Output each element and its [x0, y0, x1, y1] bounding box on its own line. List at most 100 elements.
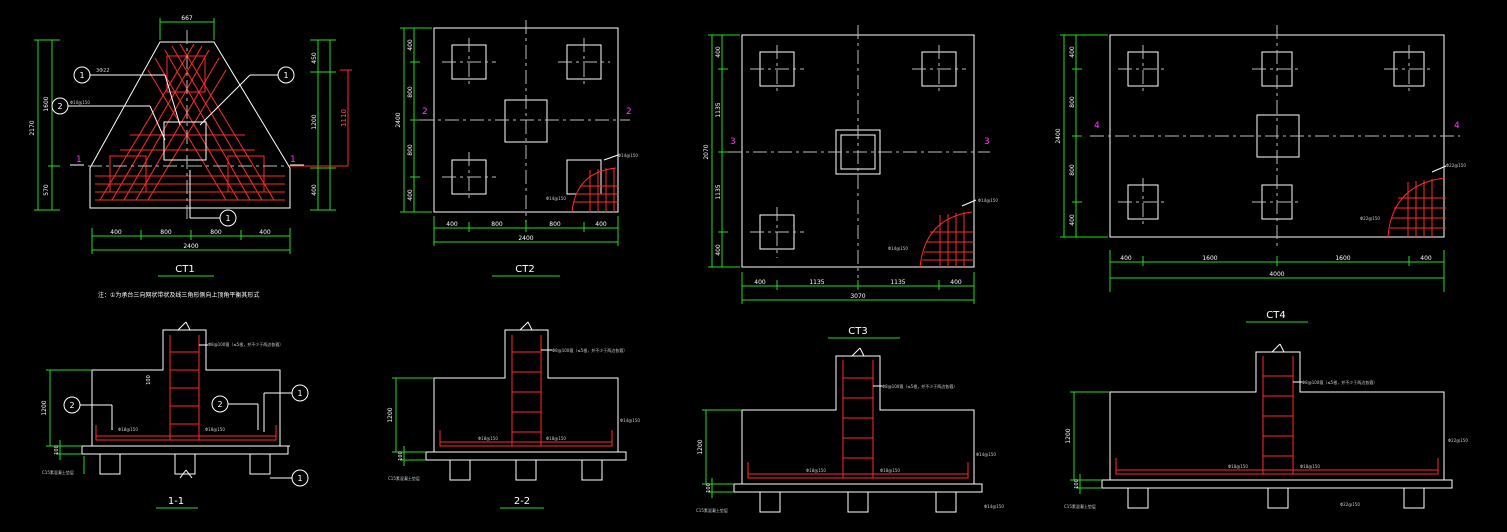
- ct1-right-b: 1200: [311, 114, 318, 129]
- section-3-3: 1200 100 Φ8@100箍（≤5根，并不少于两边各箍） Φ18@150 Φ…: [696, 347, 1004, 513]
- sec2-column-note: Φ8@100箍（≤5根，并不少于两边各箍）: [552, 347, 627, 353]
- ct2-bdim-1: 800: [491, 221, 503, 228]
- ct3-bdim-3: 400: [950, 279, 962, 286]
- ct4-bdim-1: 1600: [1202, 255, 1217, 262]
- ct4-title: CT4: [1266, 310, 1285, 321]
- sec4-column-note: Φ8@100箍（≤5根，并不少于两边各箍）: [1302, 379, 1377, 385]
- section-2-2: 1200 100 Φ8@100箍（≤5根，并不少于两边各箍） Φ18@150 Φ…: [387, 321, 640, 509]
- ct2-bdim-0: 400: [446, 221, 458, 228]
- ct4-section-mark-left: 4: [1094, 121, 1100, 131]
- ct2-section-mark-right: 2: [626, 107, 632, 117]
- sec1-height: 1200: [41, 400, 48, 415]
- sec4-outline: [1109, 351, 1445, 480]
- ct1-right-c: 400: [311, 184, 318, 196]
- sec1-column-note: Φ8@100箍（≤5根，并不少于两边各箍）: [208, 341, 283, 347]
- sec2-outline: [433, 329, 619, 452]
- svg-text:1: 1: [79, 71, 84, 80]
- ct3-left-total: 2070: [703, 144, 710, 159]
- ct1-right-d: 1110: [340, 109, 348, 127]
- svg-text:1: 1: [283, 71, 288, 80]
- ct1-outline: [89, 41, 291, 209]
- sec4-bed-label: C15素混凝土垫层: [1064, 503, 1096, 509]
- ct1-title: CT1: [175, 264, 194, 275]
- svg-text:2: 2: [217, 400, 222, 409]
- ct4-rebar-corner: [1387, 177, 1446, 238]
- ct2-ldim-3: 400: [407, 189, 414, 201]
- ct3-rebar-label: Φ14@150: [978, 198, 998, 203]
- ct2-bdim-2: 800: [549, 221, 561, 228]
- ct3-ldim-1: 1135: [715, 102, 722, 117]
- ct1-bdim-0: 400: [110, 229, 122, 236]
- ct1-btotal: 2400: [183, 243, 198, 250]
- ct1-pile-left: [109, 155, 147, 193]
- sec3-bottom-label: Φ14@150: [984, 504, 1004, 509]
- ct1-left-lower: 570: [43, 184, 50, 196]
- ct3-rebar-label-2: Φ14@150: [888, 246, 908, 251]
- ct1-bubble-1b: 1: [199, 66, 295, 126]
- sec2-height: 1200: [387, 407, 394, 422]
- ct1-column: [163, 121, 207, 161]
- ct4-rebar-label-2: Φ22@150: [1360, 216, 1380, 221]
- sec2-bar-left: Φ18@150: [478, 436, 498, 441]
- sec3-column-note: Φ8@100箍（≤5根，并不少于两边各箍）: [882, 383, 957, 389]
- svg-text:1: 1: [297, 389, 302, 398]
- sec4-side-label: Φ22@150: [1448, 438, 1468, 443]
- sec3-bed-label: C15素混凝土垫层: [696, 507, 728, 513]
- sec1-pad: 100: [146, 375, 152, 385]
- sec2-side-label: Φ14@150: [620, 418, 640, 423]
- svg-text:2: 2: [57, 102, 62, 111]
- sec3-side-label: Φ14@150: [976, 452, 996, 457]
- sec1-bar-left: Φ18@150: [118, 427, 138, 432]
- ct3-section-mark-right: 3: [984, 137, 990, 147]
- sec1-bubble-1-top: 1: [263, 384, 309, 432]
- ct4-btotal: 4000: [1269, 271, 1284, 278]
- sec2-rebar: [439, 335, 613, 447]
- sec1-rebar: [95, 335, 277, 441]
- ct3-bdim-2: 1135: [890, 279, 905, 286]
- ct1-note: 注：①为承台三向网状带状及线三角形侧向上顶角平衡其形式: [98, 291, 259, 299]
- ct3-bdim-0: 400: [754, 279, 766, 286]
- ct3-plan: Φ14@150 Φ14@150 3 3 2070 400 1135 1135 4…: [703, 25, 998, 339]
- ct1-bubble-1a: 1: [73, 66, 181, 126]
- sec1-title: 1-1: [168, 496, 184, 507]
- ct1-left-upper: 1600: [43, 96, 50, 111]
- sec1-cover: 100: [54, 445, 60, 455]
- sec1-bar-right: Φ18@150: [205, 427, 225, 432]
- sec2-cover: 100: [398, 451, 404, 461]
- ct2-ldim-0: 400: [407, 39, 414, 51]
- sec1-bubble-1-bottom: 1: [270, 469, 309, 487]
- ct1-section-mark-right: 1: [290, 155, 296, 165]
- svg-text:2: 2: [69, 401, 74, 410]
- ct4-plan: Φ22@150 Φ22@150 4 4 2400 400 800 800 400…: [1055, 25, 1466, 323]
- sec2-title: 2-2: [514, 496, 530, 507]
- ct2-title: CT2: [515, 264, 534, 275]
- ct1-rebar-label-a: 3Φ22: [96, 68, 109, 74]
- ct3-rebar-corner: [919, 211, 974, 268]
- ct1-bdim-3: 400: [259, 229, 271, 236]
- ct4-section-mark-right: 4: [1454, 121, 1460, 131]
- sec4-bottom-label: Φ22@150: [1340, 502, 1360, 507]
- ct3-title: CT3: [848, 326, 867, 337]
- sec1-bubble-2-left: 2: [63, 396, 113, 430]
- sec4-cover: 100: [1074, 479, 1080, 489]
- sec2-bar-right: Φ18@150: [546, 436, 566, 441]
- sec1-bubble-2-right: 2: [211, 395, 259, 430]
- sec1-bed-label: C15素混凝土垫层: [42, 469, 74, 475]
- sec3-bar-right: Φ18@150: [880, 468, 900, 473]
- ct4-bdim-3: 400: [1420, 255, 1432, 262]
- sec3-cover: 100: [706, 483, 712, 493]
- ct1-top-dim: 667: [181, 15, 193, 22]
- ct2-ldim-2: 800: [407, 144, 414, 156]
- sec3-rebar: [747, 360, 969, 479]
- ct4-ldim-3: 400: [1069, 214, 1076, 226]
- ct2-btotal: 2400: [518, 235, 533, 242]
- ct1-pile-right: [227, 155, 265, 193]
- svg-text:1: 1: [297, 474, 302, 483]
- sec3-bar-left: Φ18@150: [806, 468, 826, 473]
- ct2-rebar-label-2: Φ14@150: [546, 196, 566, 201]
- ct3-bdim-1: 1135: [809, 279, 824, 286]
- ct2-bdim-3: 400: [595, 221, 607, 228]
- ct4-bdim-0: 400: [1120, 255, 1132, 262]
- ct2-rebar-label: Φ14@150: [618, 153, 638, 158]
